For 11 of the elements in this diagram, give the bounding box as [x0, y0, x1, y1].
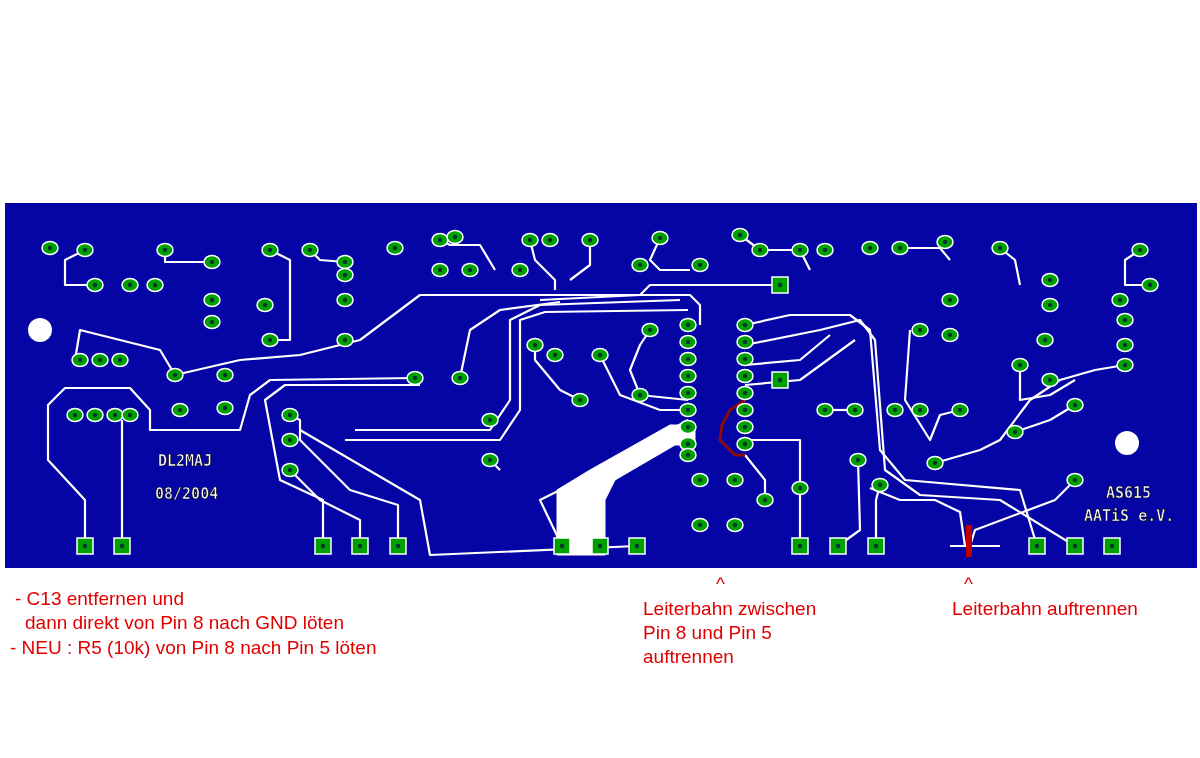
board-date: 08/2004 — [155, 485, 219, 503]
caret-mark: ^ — [964, 572, 973, 596]
note-text: Leiterbahn zwischen Pin 8 und Pin 5 auftrennen — [643, 597, 818, 669]
note-text: - NEU : R5 (10k) von Pin 8 nach Pin 5 löten — [10, 636, 378, 660]
board-marking: AS615 — [1106, 484, 1152, 502]
note-text: Leiterbahn auftrennen — [952, 597, 1139, 621]
note-text: dann direkt von Pin 8 nach GND löten — [25, 611, 344, 635]
board-marking: AATiS e.V. — [1084, 507, 1175, 525]
note-text: - C13 entfernen und — [15, 587, 184, 611]
caret-mark: ^ — [716, 572, 725, 596]
board-marking: DL2MAJ — [158, 452, 213, 470]
